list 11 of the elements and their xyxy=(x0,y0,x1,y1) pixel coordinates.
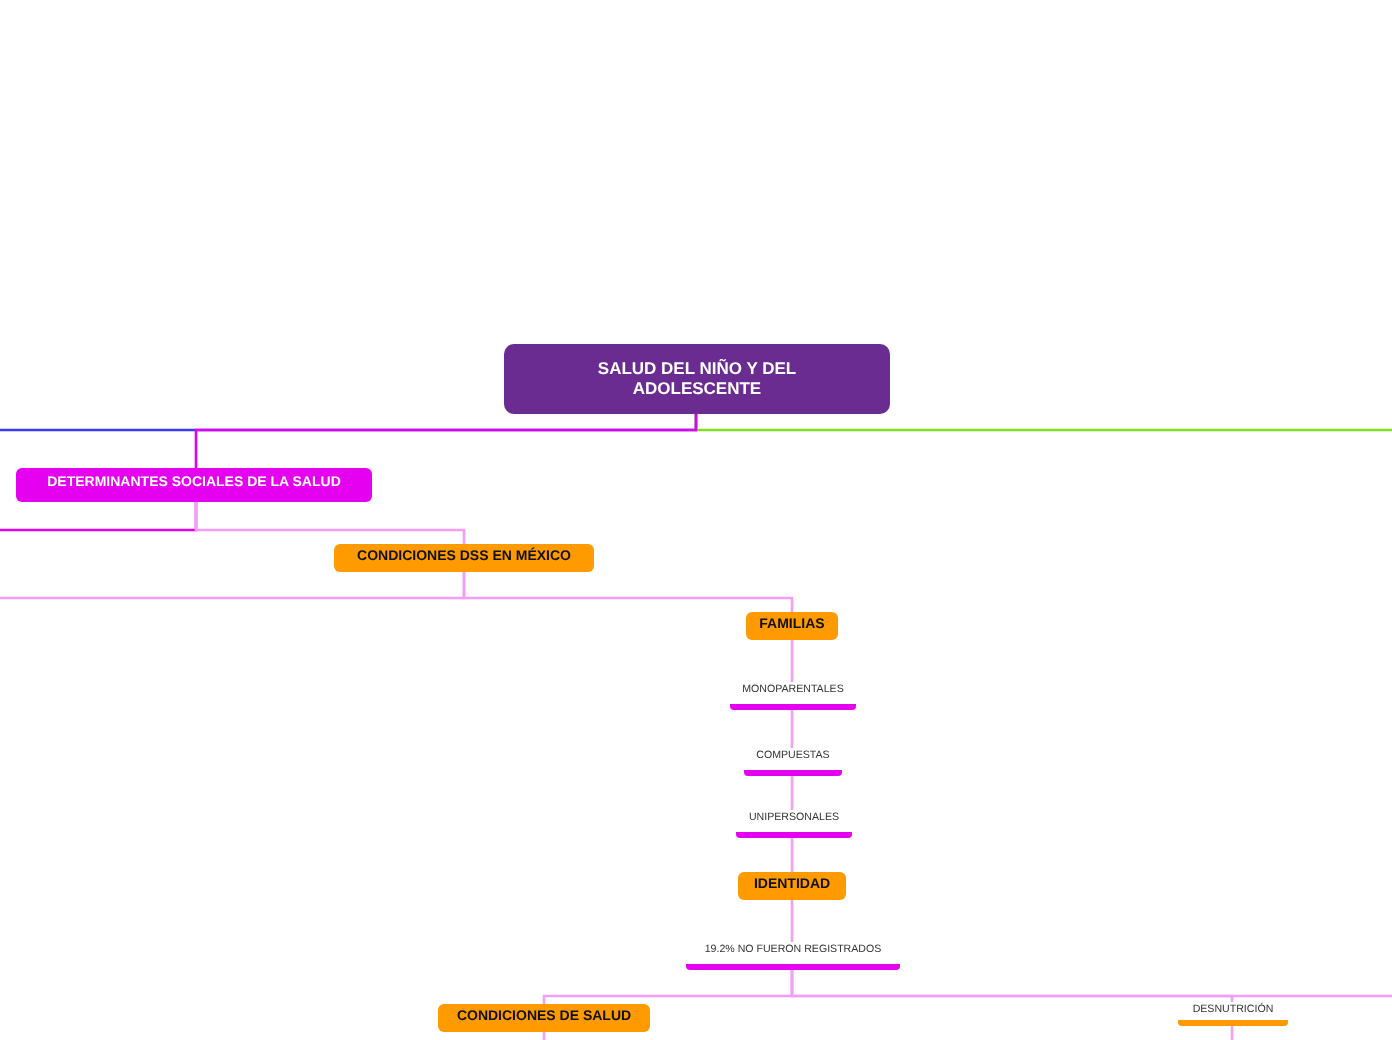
connector-line xyxy=(790,838,794,872)
connector-line xyxy=(462,572,794,612)
connector-line xyxy=(790,900,794,942)
connector-line xyxy=(1230,1026,1234,1040)
connector-line xyxy=(790,640,794,682)
connector-line xyxy=(790,970,1392,998)
connector-line xyxy=(790,776,794,810)
topic-box: SALUD DEL NIÑO Y DEL ADOLESCENTE xyxy=(504,344,890,414)
connector-line xyxy=(194,502,466,544)
connector-line xyxy=(194,414,698,468)
connector-line xyxy=(790,710,794,748)
